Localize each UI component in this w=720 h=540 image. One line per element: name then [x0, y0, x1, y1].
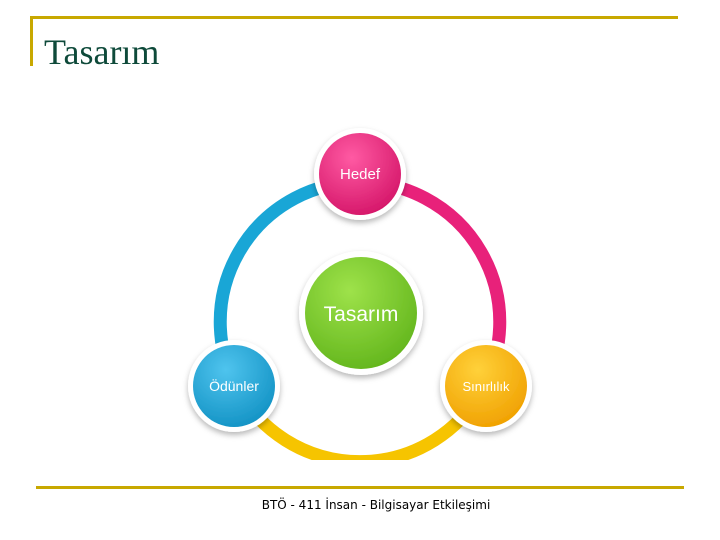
title-rule-top	[30, 16, 678, 19]
cycle-diagram: Tasarım Hedef Sınırlılık Ödünler	[180, 120, 540, 460]
arc-sinirlilik-odunler	[232, 385, 488, 460]
title-rule-left	[30, 16, 33, 66]
center-node-tasarim	[299, 251, 423, 375]
node-sinirlilik	[440, 340, 532, 432]
node-hedef-label: Hedef	[340, 166, 381, 183]
node-odunler	[188, 340, 280, 432]
node-odunler-label: Ödünler	[209, 377, 259, 394]
footer-rule	[36, 486, 684, 489]
footer-course-label: BTÖ - 411 İnsan - Bilgisayar Etkileşimi	[261, 498, 491, 512]
center-node-label: Tasarım	[324, 303, 399, 326]
node-sinirlilik-label: Sınırlılık	[463, 379, 510, 394]
node-hedef	[314, 128, 406, 220]
slide-title: Tasarım	[44, 32, 160, 72]
